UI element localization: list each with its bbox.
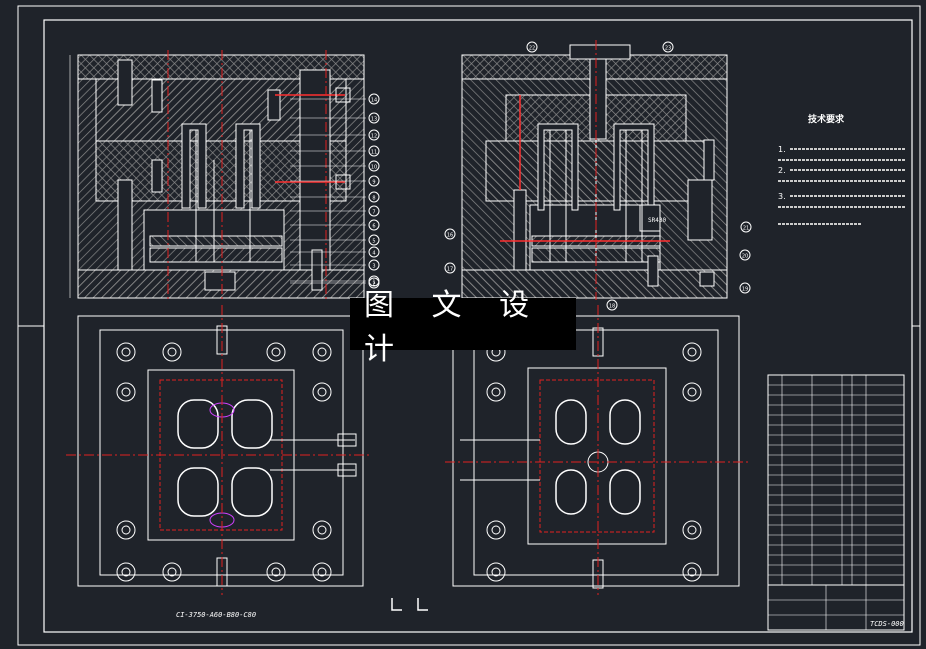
bolt-hole xyxy=(486,382,506,402)
balloon-number: 8 xyxy=(372,196,375,202)
watermark-text: 图 文 设 计 xyxy=(364,288,544,367)
balloon xyxy=(368,160,380,172)
bolt-hole xyxy=(486,520,506,540)
balloon-number: 1 xyxy=(372,280,375,286)
balloon xyxy=(368,275,380,287)
balloon xyxy=(368,205,380,217)
tech-requirement-1: 1. xyxy=(778,145,786,154)
balloon xyxy=(368,246,380,258)
bolt-hole xyxy=(266,562,286,582)
bolt-hole xyxy=(116,342,136,362)
bolt-hole xyxy=(312,520,332,540)
balloon xyxy=(444,228,456,240)
title-block: TCDS-000 xyxy=(767,584,905,631)
bolt-hole xyxy=(312,382,332,402)
tech-requirements: 技术要求 1. 2. 3. xyxy=(778,113,905,225)
balloon-number: 3 xyxy=(372,264,375,270)
balloon-number: 19 xyxy=(742,287,748,293)
front-section-view xyxy=(69,50,365,300)
bolt-hole xyxy=(682,520,702,540)
drawing-number: TCDS-000 xyxy=(870,620,904,628)
balloon-number: 16 xyxy=(447,233,453,239)
tech-requirements-title: 技术要求 xyxy=(808,113,845,125)
balloon xyxy=(368,259,380,271)
bolt-hole xyxy=(682,342,702,362)
balloon-number: 9 xyxy=(372,180,375,186)
balloon xyxy=(368,129,380,141)
bom-table xyxy=(767,374,905,586)
balloon-number: 12 xyxy=(371,134,377,140)
balloon-number: 17 xyxy=(447,267,453,273)
side-section-view: SR430 xyxy=(461,40,728,300)
balloon xyxy=(368,112,380,124)
balloon-number: 23 xyxy=(665,46,671,52)
balloon-number: 4 xyxy=(372,251,375,257)
balloon-number: 18 xyxy=(609,304,615,310)
bolt-hole xyxy=(116,382,136,402)
balloon xyxy=(368,191,380,203)
balloon-number: 22 xyxy=(529,46,535,52)
front-view-balloons: 14 13 12 11 10 9 8 7 6 5 4 3 21 xyxy=(290,93,380,289)
balloon-number: 13 xyxy=(371,117,377,123)
balloon-number: 5 xyxy=(372,239,375,245)
bolt-hole xyxy=(682,382,702,402)
balloon xyxy=(526,41,538,53)
balloon xyxy=(739,249,751,261)
balloon xyxy=(606,299,618,311)
bolt-hole xyxy=(162,342,182,362)
fixed-half-plan-view xyxy=(391,305,750,611)
balloon-number: 7 xyxy=(372,210,375,216)
balloon xyxy=(368,93,380,105)
balloon-number: 10 xyxy=(371,165,377,171)
side-view-balloons: 22 23 21 20 19 18 17 16 xyxy=(444,41,752,311)
balloon xyxy=(740,221,752,233)
moving-half-plan-view: CI-3750-A60-B80-C80 xyxy=(66,305,370,619)
tech-requirement-3: 3. xyxy=(778,192,786,201)
balloon xyxy=(368,175,380,187)
bolt-hole xyxy=(116,520,136,540)
balloon-number: 6 xyxy=(372,224,375,230)
bolt-hole xyxy=(312,562,332,582)
balloon-number: 2 xyxy=(372,282,375,288)
balloon xyxy=(662,41,674,53)
balloon xyxy=(368,219,380,231)
bolt-hole xyxy=(682,562,702,582)
bolt-hole xyxy=(162,562,182,582)
balloon xyxy=(739,282,751,294)
balloon xyxy=(368,145,380,157)
tech-requirement-2: 2. xyxy=(778,166,786,175)
balloon-number: 14 xyxy=(371,98,377,104)
balloon xyxy=(444,262,456,274)
watermark-banner: 图 文 设 计 xyxy=(350,288,576,367)
part-callout: SR430 xyxy=(648,217,666,224)
bolt-hole xyxy=(486,562,506,582)
balloon-number: 20 xyxy=(742,254,748,260)
bolt-hole xyxy=(266,342,286,362)
balloon xyxy=(368,234,380,246)
balloon-number: 21 xyxy=(743,226,749,232)
balloon-number: 11 xyxy=(371,150,377,156)
mold-base-label: CI-3750-A60-B80-C80 xyxy=(176,611,256,619)
bolt-hole xyxy=(116,562,136,582)
bolt-hole xyxy=(312,342,332,362)
